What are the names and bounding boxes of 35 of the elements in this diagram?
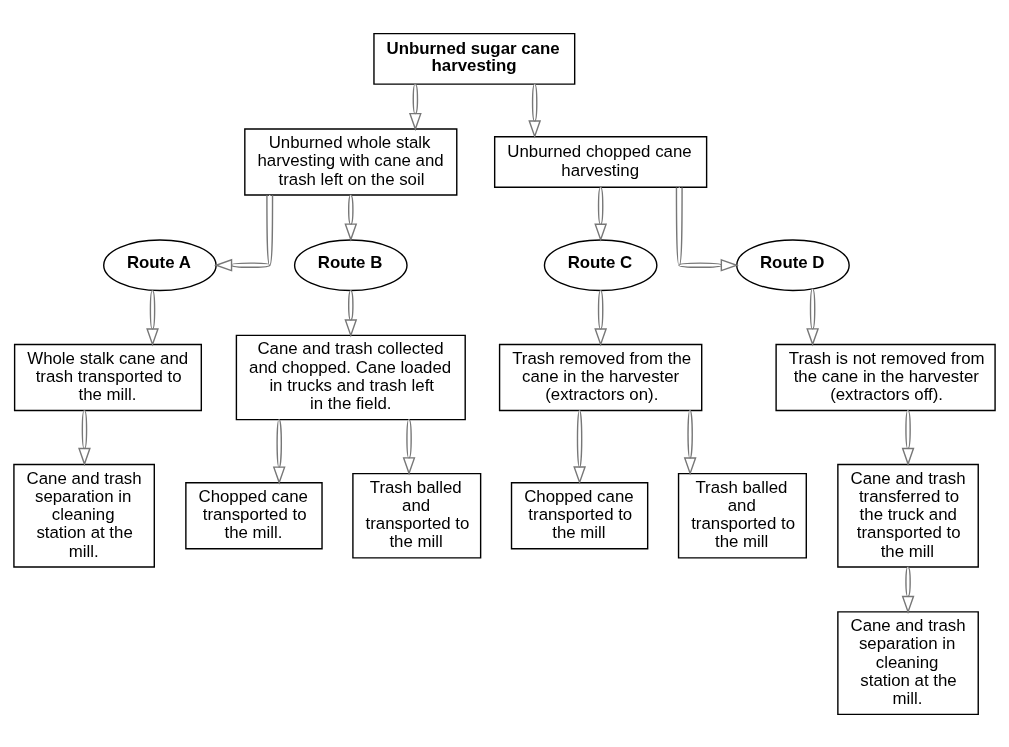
node-box: Trash is not removed from the cane in the harvester (extractors off). — [775, 343, 996, 411]
arrow — [344, 194, 358, 242]
arrow — [146, 289, 159, 347]
node-ellipse: Route B — [293, 238, 408, 291]
arrow — [675, 186, 739, 272]
node-ellipse: Route C — [543, 238, 658, 291]
arrow — [594, 186, 608, 242]
node-box: Chopped cane transported to the mill — [510, 481, 649, 549]
arrow — [408, 83, 422, 131]
node-ellipse: Route D — [736, 238, 850, 291]
node-box: Trash removed from the cane in the harvester (extractors on). — [498, 343, 703, 411]
node-box: Unburned whole stalk harvesting with cane and trash left on the soil — [244, 127, 458, 196]
node-ellipse: Route A — [103, 238, 217, 291]
arrow — [214, 194, 274, 272]
node-box: Cane and trash separation in cleaning station at the mill. — [837, 610, 979, 715]
node-box: Unburned sugar cane harvesting — [373, 32, 576, 85]
arrow — [78, 409, 91, 466]
arrow — [683, 409, 697, 476]
node-box: Chopped cane transported to the mill. — [185, 481, 323, 549]
node-box: Whole stalk cane and trash transported to the mill. — [13, 343, 202, 411]
arrow — [402, 418, 416, 475]
node-box: Trash balled and transported to the mill — [352, 472, 482, 559]
arrow — [806, 287, 819, 346]
node-box: Cane and trash transferred to the truck and transported to the mill — [837, 463, 979, 568]
node-box: Cane and trash separation in cleaning station at the mill. — [13, 463, 155, 568]
node-box: Cane and trash collected and chopped. Cane loaded in trucks and trash left in the field. — [235, 334, 466, 420]
arrow — [528, 83, 542, 139]
arrow — [594, 289, 608, 347]
arrow — [901, 566, 915, 614]
node-box: Unburned chopped cane harvesting — [493, 135, 708, 188]
arrow — [573, 409, 586, 485]
arrow — [344, 289, 358, 337]
node-box: Trash balled and transported to the mill — [677, 472, 807, 559]
arrow — [901, 409, 915, 466]
arrow — [272, 418, 286, 485]
